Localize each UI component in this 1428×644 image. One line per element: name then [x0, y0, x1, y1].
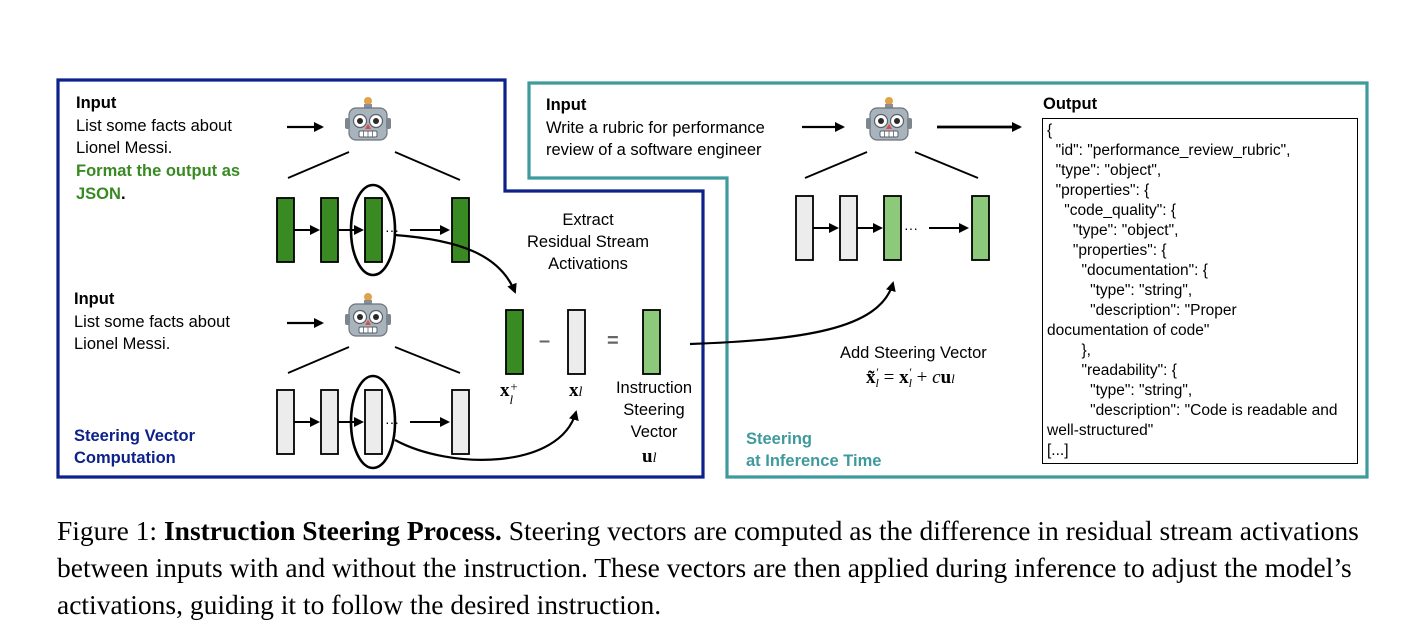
robot-icon: [865, 96, 913, 141]
robot-icon: [344, 96, 392, 141]
svg-text:···: ···: [385, 414, 399, 430]
x-plus-bar: [505, 309, 524, 375]
u-label: ul: [642, 446, 657, 467]
output-json-text: { "id": "performance_review_rubric", "ty…: [1047, 122, 1338, 459]
x-bar: [567, 309, 586, 375]
instruction-line2: JSON: [76, 185, 121, 203]
robot-icon: [344, 292, 392, 337]
right-panel-border: [527, 81, 1369, 479]
caption-body: Steering vectors are computed as the dif…: [57, 515, 1359, 620]
left-panel-border: [56, 78, 705, 479]
x-label: xl: [569, 380, 583, 401]
layer-bar: [276, 197, 295, 263]
layer-bar: [364, 197, 383, 263]
svg-text:···: ···: [904, 220, 918, 236]
extract-label: Extract Residual Stream Activations: [527, 211, 649, 273]
layer-bar: [883, 195, 902, 261]
figure-caption: Figure 1: Instruction Steering Process. …: [57, 512, 1387, 623]
output-label: Output: [1043, 95, 1098, 113]
caption-prefix: Figure 1:: [57, 515, 164, 546]
top-input-text: List some facts about Lionel Messi.: [76, 117, 232, 157]
add-steering-label: Add Steering Vector: [840, 344, 987, 362]
layer-bar: [364, 389, 383, 455]
steering-equation: x̃′l = x′l + cul: [866, 365, 955, 390]
right-input-label: Input: [546, 96, 587, 114]
right-input-text: Write a rubric for performance review of…: [546, 119, 765, 159]
layer-bar: [971, 195, 990, 261]
equals-sign: =: [607, 330, 619, 352]
instruction-line1: Format the output as: [76, 162, 241, 180]
x-plus-label: x+l: [500, 379, 519, 407]
caption-title: Instruction Steering Process.: [163, 515, 502, 546]
output-json-box: { "id": "performance_review_rubric", "ty…: [1042, 118, 1358, 464]
layer-bar: [320, 389, 339, 455]
layer-bar: [451, 389, 470, 455]
steering-label: Instruction Steering Vector: [615, 379, 693, 441]
layer-bar: [795, 195, 814, 261]
layer-bar: [839, 195, 858, 261]
layer-bar: [320, 197, 339, 263]
right-panel-title: Steering at Inference Time: [746, 430, 882, 470]
layer-bar: [276, 389, 295, 455]
instruction-line2-row: JSON.: [76, 183, 126, 205]
bottom-input-text: List some facts about Lionel Messi.: [74, 313, 230, 353]
left-panel-title: Steering Vector Computation: [74, 427, 196, 467]
top-input-label: Input: [76, 94, 117, 112]
minus-sign: –: [539, 330, 551, 352]
instruction-suffix: .: [120, 185, 126, 203]
steering-vector-bar: [642, 309, 661, 375]
bottom-input-label: Input: [74, 290, 115, 308]
layer-bar: [451, 197, 470, 263]
